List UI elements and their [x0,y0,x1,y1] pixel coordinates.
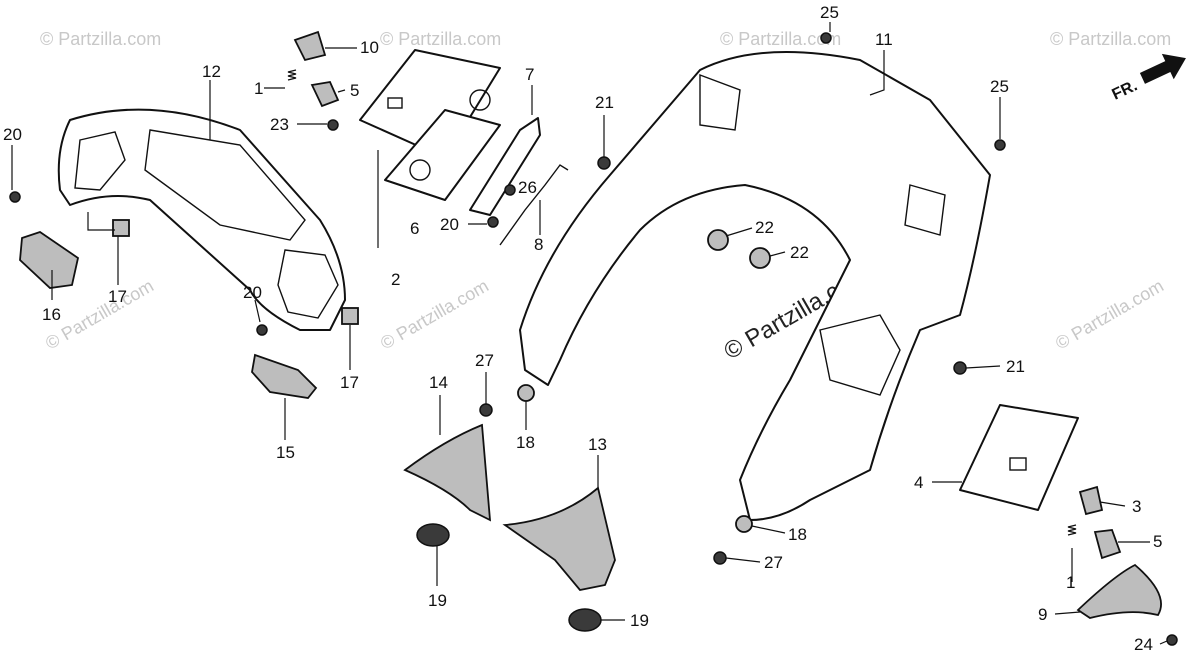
watermark: © Partzilla.com [380,29,501,49]
callout-label: 17 [340,373,359,392]
part-25-screw [994,139,1006,151]
part-11-fairing [519,51,991,521]
callout-label: 21 [1006,357,1025,376]
callout-label: 16 [42,305,61,324]
callout-label: 21 [595,93,614,112]
callout-label: 11 [875,30,893,49]
part-12-meter-panel [57,108,346,331]
part-17-clip [112,219,130,237]
part-2-lid [359,49,501,201]
callout-label: 1 [254,79,263,98]
part-22-grommet [707,229,729,251]
part-27-bolt [713,551,727,565]
part-1-spring [287,69,297,81]
part-23-screw [327,119,339,131]
callout-label: 3 [1132,497,1141,516]
part-1-spring [1067,524,1077,536]
callout-label: 15 [276,443,295,462]
callout-label: 8 [534,235,543,254]
callout-label: 24 [1134,635,1153,654]
part-21-screw [597,156,611,170]
part-24-screw [1166,634,1178,646]
part-20-screw [487,216,499,228]
callout-label: 6 [410,219,419,238]
part-25-screw [820,32,832,44]
callout-label: 20 [440,215,459,234]
part-8-wire [499,164,569,246]
part-13-cover [502,486,616,591]
part-19-grommet [568,608,602,632]
part-15-cap [251,353,318,399]
callout-label: 17 [108,287,127,306]
callout-label: 5 [1153,532,1162,551]
callout-label: 25 [820,3,839,22]
callout-label: 14 [429,373,448,392]
watermark: © Partzilla.com [1052,275,1167,353]
watermark: © Partzilla.com [1050,29,1171,49]
callout-label: 9 [1038,605,1047,624]
part-20-screw [256,324,268,336]
part-20-screw [9,191,21,203]
watermark: © Partzilla.com [40,29,161,49]
callout-label: 4 [914,473,923,492]
watermark: © Partzilla.com [720,29,841,49]
part-14-cover [403,423,492,522]
callout-label: 10 [360,38,379,57]
callout-label: 22 [790,243,809,262]
callout-label: 26 [518,178,537,197]
part-21-screw [953,361,967,375]
part-18-collar [735,515,753,533]
part-10-knob [293,30,327,62]
callout-label: 23 [270,115,289,134]
callout-label: 18 [788,525,807,544]
part-5-latch [1093,529,1122,560]
part-5-latch [310,80,340,108]
part-22-grommet [749,247,771,269]
callout-label: 13 [588,435,607,454]
part-18-collar [517,384,535,402]
arrow-icon [1139,53,1186,84]
callout-label: 25 [990,77,1009,96]
part-7-bracket [469,117,541,216]
front-arrow-label: FR. [1110,77,1141,103]
callout-label: 19 [630,611,649,630]
callout-label: 27 [764,553,783,572]
callout-label: 5 [350,81,359,100]
callout-label: 7 [525,65,534,84]
callout-label: 22 [755,218,774,237]
part-27-bolt [479,403,493,417]
part-26-screw [504,184,516,196]
part-17-clip [341,307,359,325]
callout-label: 27 [475,351,494,370]
callout-label: 20 [243,283,262,302]
callout-label: 20 [3,125,22,144]
callout-label: 1 [1066,573,1075,592]
callout-label: 12 [202,62,221,81]
part-16-cap [19,231,80,289]
callout-label: 19 [428,591,447,610]
callout-layer: 12 20 16 17 20 17 15 10 1 5 23 6 2 7 26 … [3,3,1162,654]
part-9-strap [1076,563,1162,619]
callout-label: 2 [391,270,400,289]
part-3-knob [1078,485,1104,516]
leader-lines [11,22,1168,645]
part-19-grommet [416,523,450,547]
callout-label: 18 [516,433,535,452]
front-direction-arrow: FR. [1110,53,1186,104]
